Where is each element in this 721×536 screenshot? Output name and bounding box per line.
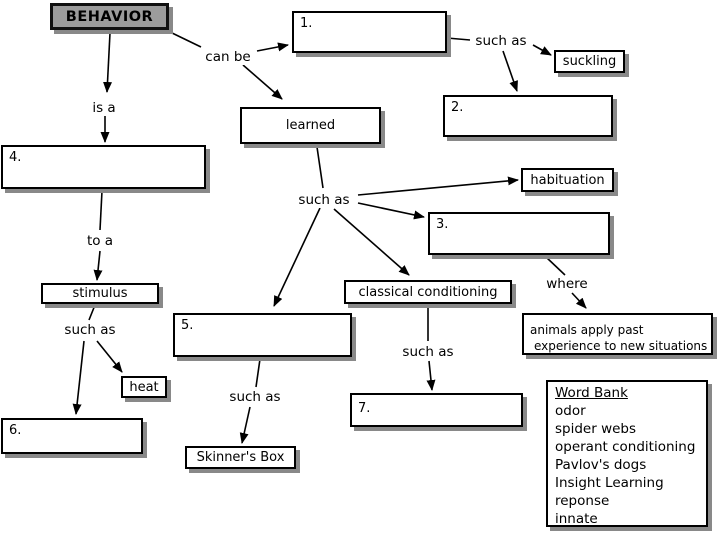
edge-canbe-to-learned xyxy=(242,64,283,100)
blank-box-2: 2. xyxy=(443,95,613,137)
word-bank-item: spider webs xyxy=(555,421,637,437)
link-label-such-as-2: such as xyxy=(296,192,352,208)
edge-suchas3-to-heat xyxy=(96,340,123,373)
blank-box-3: 3. xyxy=(428,212,610,255)
word-bank-item: Pavlov's dogs xyxy=(555,457,647,473)
edge-learned-to-suchas2 xyxy=(316,146,324,189)
word-bank-item: reponse xyxy=(555,493,610,509)
edge-suchas3-to-blank6 xyxy=(72,340,85,415)
edge-behavior-to-canbe xyxy=(169,31,202,48)
edge-suchas2-to-habituation xyxy=(357,176,519,196)
node-stimulus: stimulus xyxy=(41,283,159,304)
edge-suchas5-to-skinners xyxy=(239,406,251,444)
edge-suchas1-to-blank2 xyxy=(502,50,518,92)
node-behavior: BEHAVIOR xyxy=(50,3,169,30)
word-bank: Word Bank odor spider webs operant condi… xyxy=(546,380,708,527)
edge-blank1-to-suchas1 xyxy=(446,37,471,41)
blank-box-1: 1. xyxy=(292,11,447,53)
word-bank-item: operant conditioning xyxy=(555,439,696,455)
node-animals-apply-past: animals apply past experience to new sit… xyxy=(522,313,713,355)
word-bank-title: Word Bank xyxy=(555,385,628,401)
edge-blank4-to-toa xyxy=(99,190,103,231)
node-skinners-box: Skinner's Box xyxy=(185,446,296,469)
link-label-where: where xyxy=(544,276,590,292)
edge-stimulus-to-suchas3 xyxy=(88,304,96,321)
animals-line-1: animals apply past xyxy=(530,323,644,337)
blank-box-7: 7. xyxy=(350,393,523,427)
link-label-is-a: is a xyxy=(90,100,118,116)
link-label-to-a: to a xyxy=(84,233,116,249)
node-classical-conditioning: classical conditioning xyxy=(344,280,512,304)
edge-suchas2-to-blank3 xyxy=(357,202,425,220)
link-label-such-as-4: such as xyxy=(400,344,456,360)
link-label-such-as-3: such as xyxy=(62,322,118,338)
link-label-such-as-5: such as xyxy=(227,389,283,405)
edge-behavior-to-isa xyxy=(103,32,113,93)
edge-blank3-to-where xyxy=(545,256,566,276)
word-bank-item: odor xyxy=(555,403,586,419)
link-label-can-be: can be xyxy=(203,49,253,65)
node-suckling: suckling xyxy=(554,50,625,73)
edge-suchas2-to-blank5 xyxy=(273,207,321,307)
edge-blank5-to-suchas5 xyxy=(255,358,261,388)
edge-suchas4-to-blank7 xyxy=(426,360,436,391)
word-bank-item: Insight Learning xyxy=(555,475,664,491)
edge-where-to-animals xyxy=(571,292,587,309)
edge-suchas2-to-classical xyxy=(333,208,410,276)
node-heat: heat xyxy=(121,376,167,398)
edge-suchas1-to-suckling xyxy=(532,44,552,56)
animals-line-2: experience to new situations xyxy=(534,339,708,353)
node-habituation: habituation xyxy=(521,168,614,192)
word-bank-item: innate xyxy=(555,511,598,527)
blank-box-6: 6. xyxy=(1,418,143,454)
blank-box-5: 5. xyxy=(173,313,352,357)
blank-box-4: 4. xyxy=(1,145,206,189)
link-label-such-as-1: such as xyxy=(473,33,529,49)
edge-toa-to-stimulus xyxy=(93,250,103,281)
node-learned: learned xyxy=(240,107,381,144)
edge-canbe-to-blank1 xyxy=(256,42,289,52)
